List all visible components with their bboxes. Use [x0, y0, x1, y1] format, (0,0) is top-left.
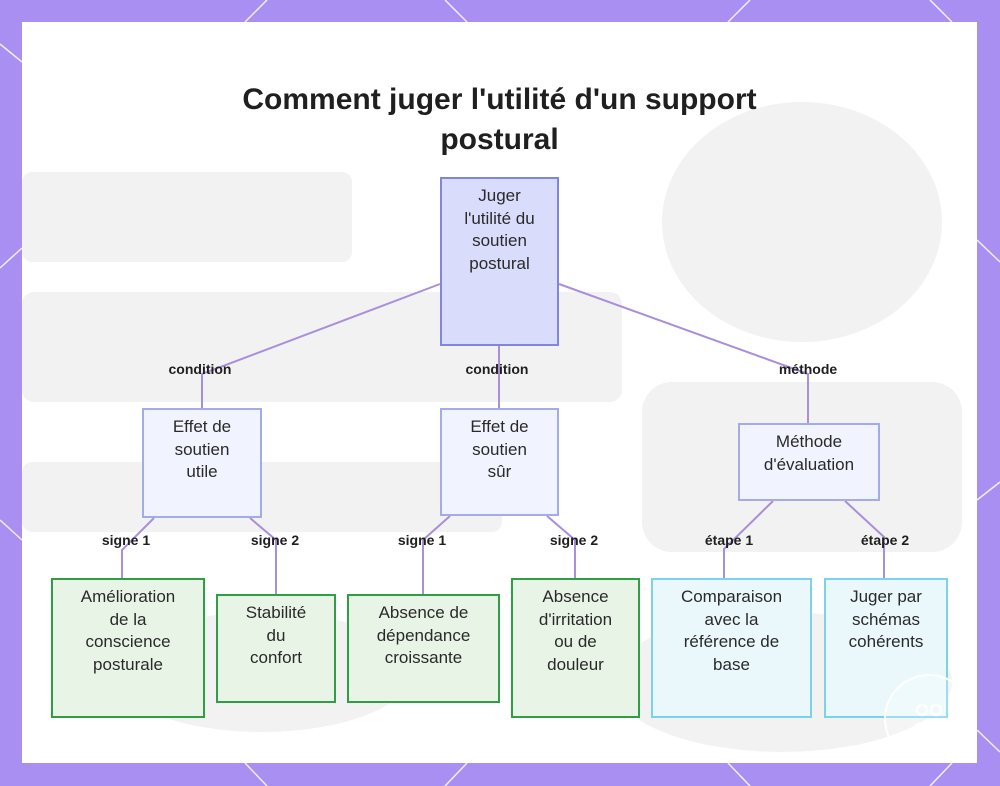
- node-effet-sur: Effet de soutien sûr: [440, 408, 559, 516]
- edge-label-condition: condition: [465, 361, 529, 377]
- node-text: schémas: [851, 609, 920, 629]
- node-amelioration: Amélioration de la conscience posturale: [51, 578, 205, 718]
- edge-root-to-utile: [201, 283, 441, 408]
- node-absence-dependance: Absence de dépendance croissante: [347, 594, 500, 703]
- node-text: référence de: [683, 632, 780, 651]
- node-text: l'utilité du: [464, 208, 535, 228]
- edge-sur-to-irritation: [546, 515, 576, 578]
- node-text: Effet de: [172, 417, 232, 436]
- edge-label-signe-2: signe 2: [250, 532, 300, 548]
- node-effet-utile: Effet de soutien utile: [142, 408, 262, 518]
- node-absence-irritation: Absence d'irritation ou de douleur: [511, 578, 640, 718]
- node-text: Effet de: [470, 417, 529, 436]
- edge-root-to-methode: [558, 283, 809, 423]
- node-text: Juger: [478, 186, 521, 205]
- node-text: ou de: [554, 632, 597, 651]
- people-icon: [912, 703, 946, 732]
- node-text: douleur: [547, 654, 604, 674]
- community-badge-icon: [884, 674, 974, 763]
- node-text: soutien: [174, 439, 230, 459]
- node-text: Comparaison: [680, 587, 783, 606]
- edge-label-etape-2: étape 2: [860, 532, 910, 548]
- node-text: de la: [109, 609, 147, 629]
- edge-label-condition: condition: [168, 361, 232, 377]
- node-stabilite: Stabilité du confort: [216, 594, 336, 703]
- node-text: Amélioration: [80, 587, 176, 606]
- edge-label-signe-1: signe 1: [397, 532, 447, 548]
- node-text: d'évaluation: [763, 454, 855, 474]
- node-text: posturale: [93, 654, 163, 674]
- background-photo-decoration: [22, 102, 962, 752]
- node-text: cohérents: [848, 632, 924, 651]
- node-text: Absence de: [378, 603, 469, 622]
- node-text: Méthode: [775, 432, 843, 451]
- node-root: Juger l'utilité du soutien postural: [440, 177, 559, 346]
- node-methode: Méthode d'évaluation: [738, 423, 880, 501]
- title-line: postural: [440, 123, 559, 156]
- node-text: soutien: [472, 231, 527, 250]
- edge-utile-to-amelioration: [121, 517, 155, 578]
- node-text: Absence: [542, 587, 609, 606]
- node-text: d'irritation: [538, 609, 613, 629]
- connector-lines: [121, 283, 885, 594]
- node-text: confort: [250, 648, 302, 667]
- diagram-title: Comment juger l'utilité d'un support pos…: [22, 80, 977, 160]
- edge-sur-to-dependance: [422, 515, 451, 594]
- edge-label-methode: méthode: [778, 361, 838, 377]
- edge-methode-to-comparaison: [723, 500, 774, 578]
- node-text: du: [266, 625, 286, 645]
- edge-label-etape-1: étape 1: [704, 532, 754, 548]
- node-text: conscience: [85, 632, 171, 651]
- edge-label-signe-2: signe 2: [549, 532, 599, 548]
- node-text: Juger par: [850, 587, 922, 606]
- edge-utile-to-stabilite: [249, 517, 277, 594]
- node-text: avec la: [704, 609, 759, 629]
- node-text: Stabilité: [245, 603, 307, 622]
- node-text: utile: [186, 462, 218, 481]
- edge-methode-to-schemas: [844, 500, 885, 578]
- node-text: postural: [469, 253, 530, 273]
- node-text: dépendance: [376, 625, 471, 645]
- diagram-card: Comment juger l'utilité d'un support pos…: [22, 22, 977, 763]
- node-comparaison: Comparaison avec la référence de base: [651, 578, 812, 718]
- edge-label-signe-1: signe 1: [101, 532, 151, 548]
- node-text: croissante: [384, 648, 463, 667]
- node-text: soutien: [472, 439, 527, 459]
- node-text: base: [713, 654, 750, 674]
- node-text: sûr: [487, 462, 512, 481]
- title-line: Comment juger l'utilité d'un support: [242, 83, 757, 116]
